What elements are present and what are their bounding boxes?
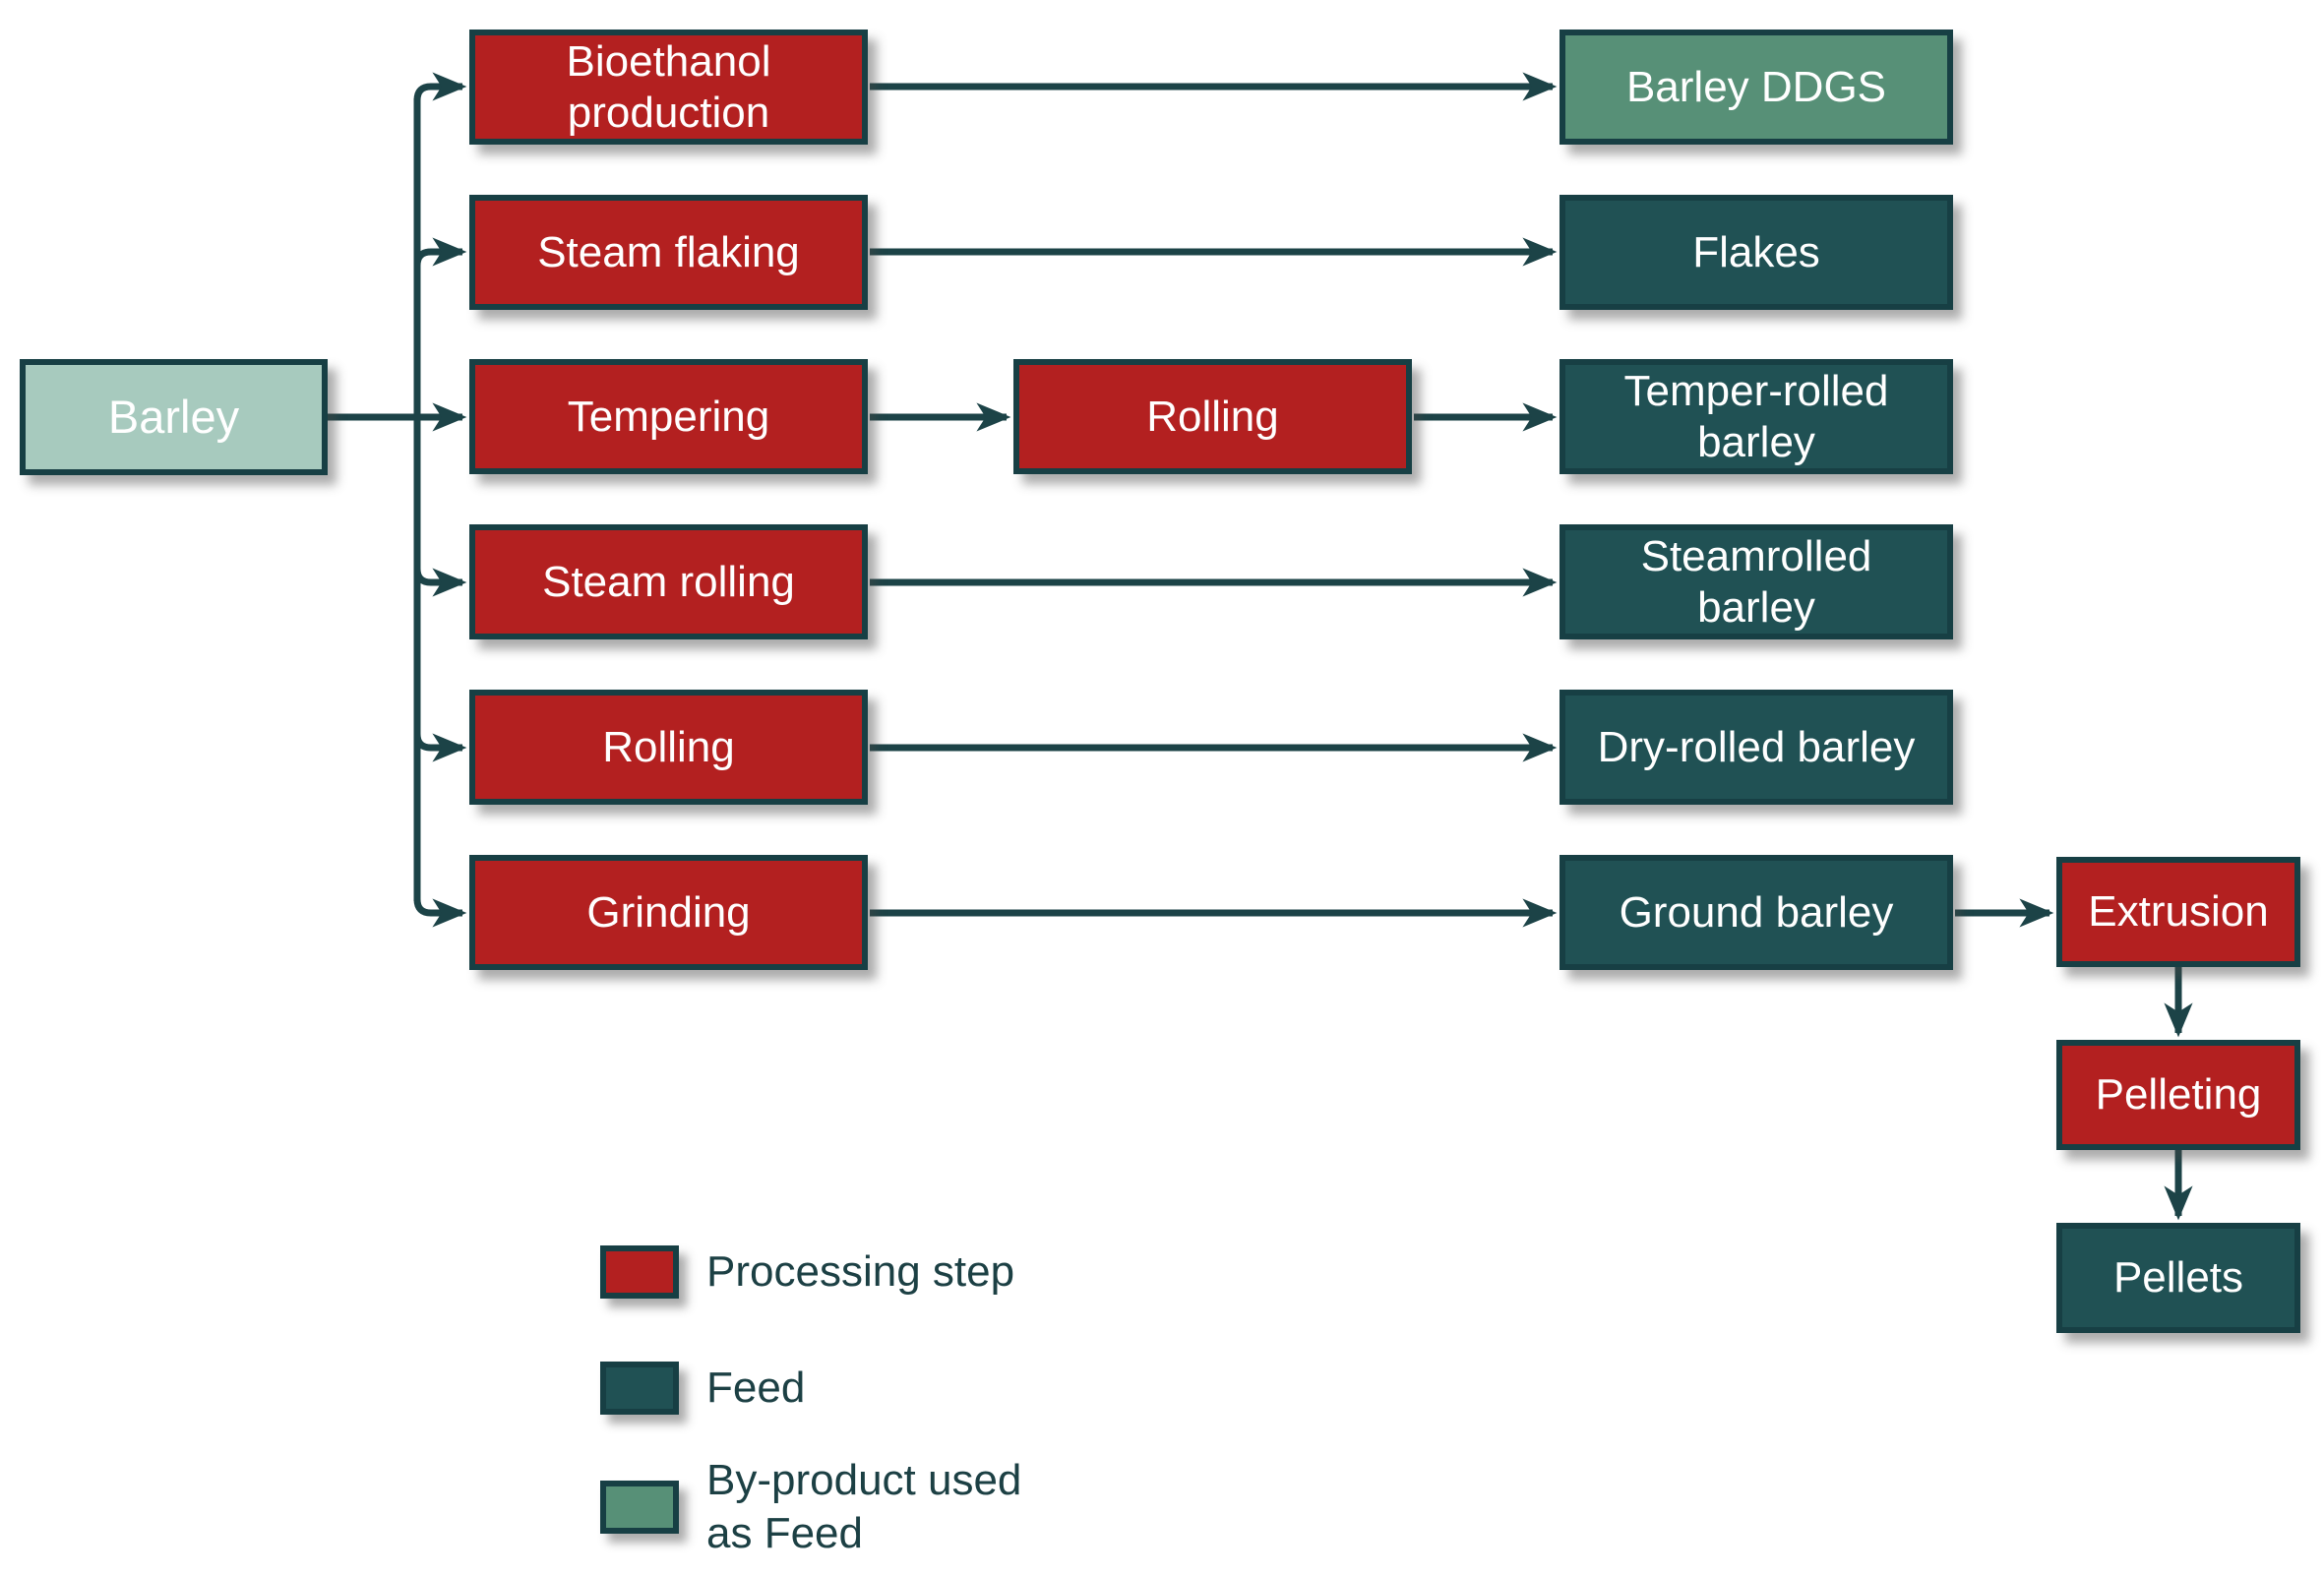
node-temper-rolled-barley: Temper-rolled barley [1560,359,1953,474]
legend-label-byproduct: By-product used as Feed [706,1456,1022,1557]
node-rolling-after-tempering: Rolling [1013,359,1412,474]
node-barley-label: Barley [107,391,240,444]
node-grinding-label: Grinding [586,887,751,937]
node-steam-rolling-label: Steam rolling [542,557,795,606]
node-dry-rolled-barley-label: Dry-rolled barley [1597,722,1916,771]
node-grinding: Grinding [469,855,868,970]
legend-item-byproduct: By-product used as Feed [600,1454,1041,1559]
node-pelleting: Pelleting [2056,1040,2300,1150]
connector-trunk-to-bioethanol [413,72,467,114]
node-steamrolled-barley: Steamrolled barley [1560,524,1953,639]
node-barley: Barley [20,359,328,475]
node-pelleting-label: Pelleting [2095,1070,2262,1120]
node-extrusion-label: Extrusion [2088,887,2269,937]
legend-label-processing-step: Processing step [706,1247,1015,1297]
node-rolling-after-tempering-label: Rolling [1146,392,1279,441]
node-extrusion: Extrusion [2056,857,2300,967]
connector-trunk-to-steam-rolling [413,568,467,597]
legend-item-processing-step: Processing step [600,1245,1014,1299]
node-rolling: Rolling [469,690,868,805]
node-ground-barley: Ground barley [1560,855,1953,970]
legend-label-feed: Feed [706,1364,806,1413]
node-flakes-label: Flakes [1692,227,1820,276]
legend-swatch-byproduct [600,1480,679,1534]
node-pellets-label: Pellets [2112,1253,2244,1303]
legend-item-feed: Feed [600,1362,805,1415]
node-steam-flaking-label: Steam flaking [537,227,800,276]
connector-trunk-to-steam-flaking [413,237,467,268]
node-rolling-label: Rolling [602,722,735,771]
node-barley-ddgs-label: Barley DDGS [1625,62,1887,111]
connector-trunk-to-grinding [413,885,467,928]
node-dry-rolled-barley: Dry-rolled barley [1560,690,1953,805]
node-bioethanol-production-label: Bioethanol production [566,36,771,137]
node-flakes: Flakes [1560,195,1953,310]
node-steam-flaking: Steam flaking [469,195,868,310]
connector-trunk-to-rolling [413,733,467,762]
node-steamrolled-barley-label: Steamrolled barley [1640,531,1872,632]
legend-swatch-feed [600,1362,679,1415]
node-temper-rolled-barley-label: Temper-rolled barley [1623,366,1889,466]
node-tempering-label: Tempering [567,392,770,441]
node-bioethanol-production: Bioethanol production [469,30,868,145]
node-tempering: Tempering [469,359,868,474]
node-barley-ddgs: Barley DDGS [1560,30,1953,145]
node-pellets: Pellets [2056,1223,2300,1333]
node-ground-barley-label: Ground barley [1619,887,1894,937]
node-steam-rolling: Steam rolling [469,524,868,639]
legend-swatch-processing-step [600,1245,679,1299]
